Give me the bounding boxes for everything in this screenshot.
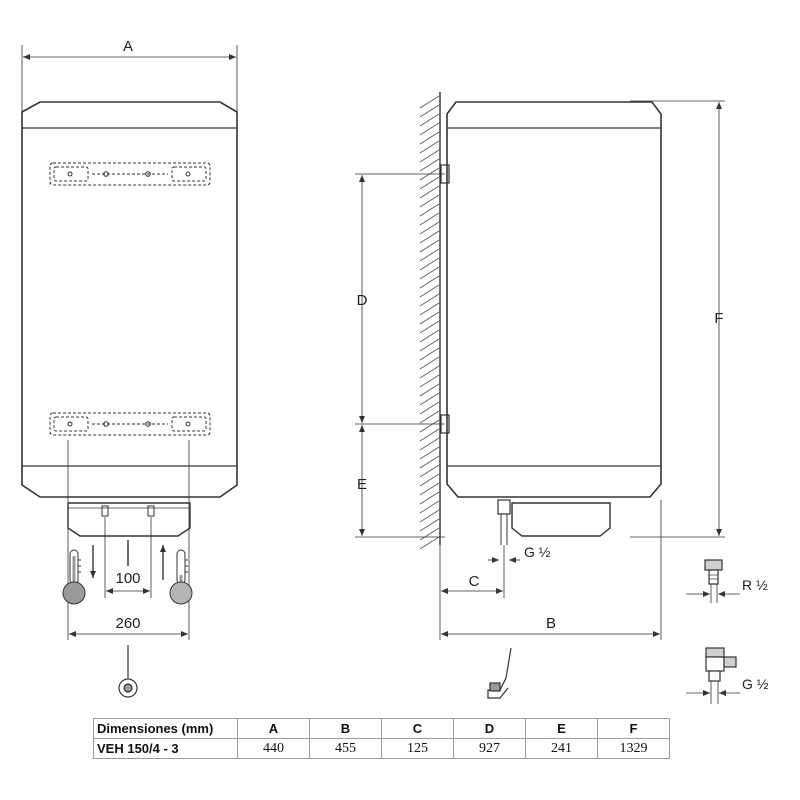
wall-hatch-stroke <box>419 185 440 199</box>
wall-hatch-stroke <box>419 518 440 532</box>
wall-hatch-stroke <box>419 320 440 334</box>
wall-hatch-stroke <box>419 212 440 226</box>
wall-hatch-stroke <box>419 230 440 244</box>
wall-hatch-stroke <box>419 266 440 280</box>
wall-hatch-stroke <box>419 302 440 316</box>
label-g-half: G ½ <box>524 544 551 560</box>
label-b: B <box>546 615 556 632</box>
table-col-c: C <box>381 718 454 739</box>
r-half-fitting-icon <box>686 559 740 603</box>
wall-hatch-stroke <box>419 221 440 235</box>
wall-hatch-stroke <box>419 194 440 208</box>
table-col-a: A <box>237 718 310 739</box>
wall-hatch-stroke <box>419 428 440 442</box>
power-cord-icon <box>118 645 138 698</box>
wall-hatch-stroke <box>419 275 440 289</box>
upper-mounting-bracket <box>49 162 211 186</box>
table-row: VEH 150/4 - 3 440 455 125 927 241 1329 <box>93 738 670 759</box>
wall-hatch-stroke <box>419 383 440 397</box>
label-260: 260 <box>115 615 140 632</box>
table-header-label: Dimensiones (mm) <box>93 718 238 739</box>
hot-thermometer-icon <box>62 549 86 605</box>
side-pipe-connector <box>497 499 511 515</box>
wall-hatch-stroke <box>419 329 440 343</box>
label-r-half: R ½ <box>742 577 768 593</box>
table-value-e: 241 <box>525 738 598 759</box>
table-value-b: 455 <box>309 738 382 759</box>
side-control-box <box>511 502 611 537</box>
label-d: D <box>357 292 368 309</box>
wall-hatch-stroke <box>419 113 440 127</box>
wall-hatch-stroke <box>419 374 440 388</box>
label-a: A <box>123 38 133 55</box>
label-g-half-fitting: G ½ <box>742 676 769 692</box>
wall-hatch-stroke <box>419 536 440 550</box>
label-f: F <box>714 310 723 327</box>
wall-hatch-stroke <box>419 401 440 415</box>
wall-hatch-stroke <box>419 239 440 253</box>
g-half-fitting-icon <box>686 647 740 704</box>
wall-hatch-stroke <box>419 293 440 307</box>
wall-hatch-stroke <box>419 176 440 190</box>
label-e: E <box>357 476 367 493</box>
table-row-label: VEH 150/4 - 3 <box>93 738 238 759</box>
wall-hatch-stroke <box>419 338 440 352</box>
wall-hatch-stroke <box>419 410 440 424</box>
wall-hatch-stroke <box>419 95 440 109</box>
front-tank-body <box>21 101 238 498</box>
wall-hatch-stroke <box>419 392 440 406</box>
wall-hatch-stroke <box>419 356 440 370</box>
table-col-b: B <box>309 718 382 739</box>
dimensions-table: Dimensiones (mm) A B C D E F VEH 150/4 -… <box>93 718 670 759</box>
wall-hatch-stroke <box>419 437 440 451</box>
wall-hatch-stroke <box>419 455 440 469</box>
table-header-row: Dimensiones (mm) A B C D E F <box>93 718 670 739</box>
wall-hatch-stroke <box>419 500 440 514</box>
wall-hatch-stroke <box>419 257 440 271</box>
front-view <box>21 45 238 640</box>
cold-thermometer-icon <box>169 549 193 605</box>
wall-hatch-stroke <box>419 158 440 172</box>
wall-hatch-stroke <box>419 482 440 496</box>
table-value-d: 927 <box>453 738 526 759</box>
wall-hatch-stroke <box>419 122 440 136</box>
wall-hatch-stroke <box>419 203 440 217</box>
water-heater-dimension-diagram: A 100 260 <box>21 38 769 704</box>
wall-hatch-stroke <box>419 491 440 505</box>
table-value-c: 125 <box>381 738 454 759</box>
table-value-a: 440 <box>237 738 310 759</box>
table-col-e: E <box>525 718 598 739</box>
table-value-f: 1329 <box>597 738 670 759</box>
wall-hatch-stroke <box>419 347 440 361</box>
wall-hatch-stroke <box>419 248 440 262</box>
wall-hatch-stroke <box>419 104 440 118</box>
wall-hatch-stroke <box>419 446 440 460</box>
side-view <box>355 100 725 640</box>
wall-hatch-stroke <box>419 131 440 145</box>
wall-hatch-stroke <box>419 419 440 433</box>
side-power-cord-icon <box>487 647 512 699</box>
wall-hatch-stroke <box>419 509 440 523</box>
table-col-f: F <box>597 718 670 739</box>
label-c: C <box>469 573 480 590</box>
table-col-d: D <box>453 718 526 739</box>
wall-hatch-stroke <box>419 149 440 163</box>
wall-hatch-stroke <box>419 311 440 325</box>
wall-hatch-stroke <box>419 140 440 154</box>
wall-hatch-stroke <box>419 473 440 487</box>
side-tank-body <box>446 101 662 498</box>
wall-hatch-stroke <box>419 527 440 541</box>
wall-hatch-stroke <box>419 284 440 298</box>
label-100: 100 <box>115 570 140 587</box>
lower-mounting-bracket <box>49 412 211 436</box>
wall-hatch-stroke <box>419 365 440 379</box>
wall-hatch-stroke <box>419 464 440 478</box>
